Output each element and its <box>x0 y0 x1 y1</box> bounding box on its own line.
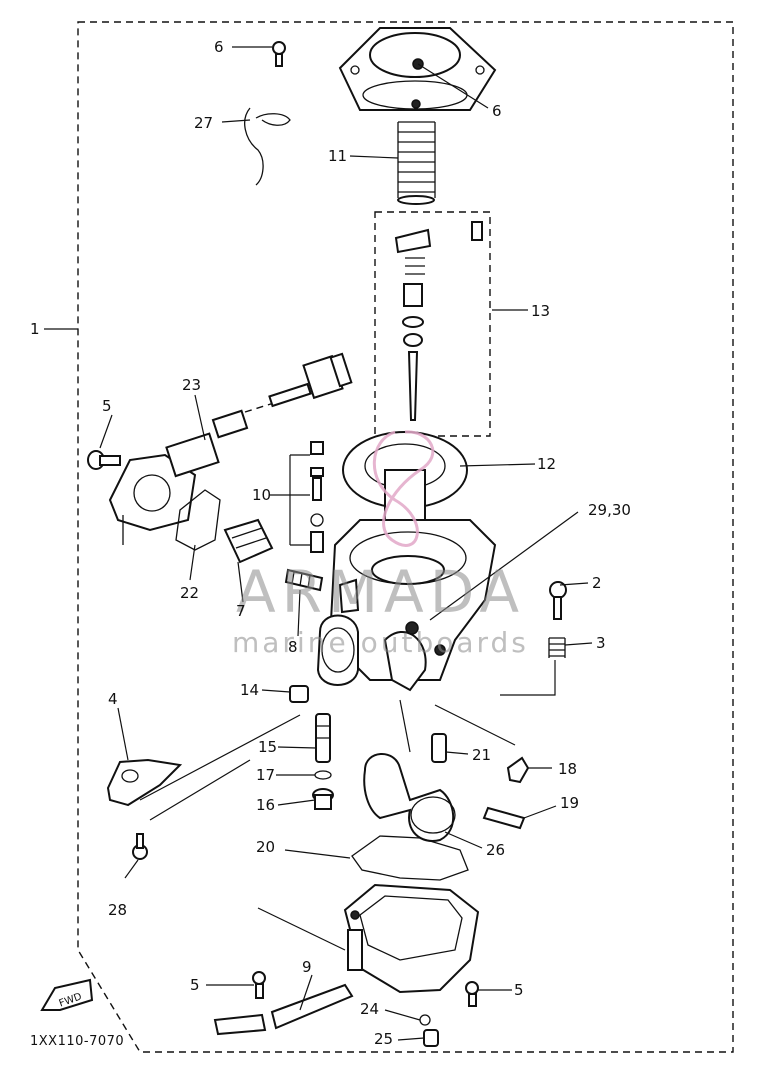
callout-9: 9 <box>302 958 312 976</box>
callout-12: 12 <box>537 455 556 473</box>
callout-21: 21 <box>472 746 491 764</box>
screw-5-bottom-left <box>252 971 266 999</box>
callout-25: 25 <box>374 1030 393 1048</box>
callout-10: 10 <box>252 486 271 504</box>
callout-26: 26 <box>486 841 505 859</box>
cable-bracket <box>106 758 183 807</box>
callout-17: 17 <box>256 766 275 784</box>
drain-hose <box>213 983 354 1036</box>
callout-14: 14 <box>240 681 259 699</box>
drain-screw-washer <box>419 1014 431 1026</box>
throttle-stop-spring <box>548 637 566 658</box>
sensor-gasket <box>175 489 221 551</box>
pilot-screw <box>284 568 324 592</box>
callout-5-sensor: 5 <box>102 397 112 415</box>
throttle-stop-screw <box>549 581 567 620</box>
callout-19: 19 <box>560 794 579 812</box>
diagram-code: 1XX110-7070 <box>30 1034 124 1049</box>
callout-7: 7 <box>236 602 246 620</box>
callout-3: 3 <box>596 634 606 652</box>
screw-5-bottom-right <box>465 981 479 1007</box>
callout-labels: 1 2 3 4 5 5 5 6 6 7 8 9 10 11 12 13 14 1… <box>30 38 631 1048</box>
float-pin <box>482 806 526 830</box>
bracket-screw <box>132 833 148 860</box>
forward-direction-arrow: FWD <box>40 978 94 1011</box>
screw-5-sensor <box>87 450 121 470</box>
o-ring <box>314 770 332 780</box>
float-chamber-gasket <box>351 835 469 881</box>
callout-15: 15 <box>258 738 277 756</box>
throttle-spring <box>397 121 436 205</box>
pilot-jet <box>431 733 447 763</box>
callout-16: 16 <box>256 796 275 814</box>
callout-18: 18 <box>558 760 577 778</box>
drain-screw <box>423 1029 439 1047</box>
callout-13: 13 <box>531 302 550 320</box>
callout-29-30: 29,30 <box>588 501 631 519</box>
float-needle <box>506 756 530 784</box>
carb-top-cover <box>338 27 497 111</box>
watermark-logo <box>372 430 435 547</box>
watermark-brand: ARMADA <box>236 558 525 626</box>
main-jet-holder <box>289 685 309 703</box>
callout-5-bottom-left: 5 <box>190 976 200 994</box>
throttle-position-sensor <box>108 352 353 545</box>
callout-6-top-left: 6 <box>214 38 224 56</box>
assembly-boundary <box>77 21 734 1053</box>
cable-clip <box>244 107 291 186</box>
callout-27: 27 <box>194 114 213 132</box>
carburetor-body <box>316 519 497 692</box>
watermark: ARMADA marine outboards <box>232 430 529 659</box>
pilot-screw-set <box>310 441 324 553</box>
callout-5-bottom-right: 5 <box>514 981 524 999</box>
callout-6-cover: 6 <box>492 102 502 120</box>
screw-6-top <box>272 41 286 67</box>
callout-11: 11 <box>328 147 347 165</box>
callout-2: 2 <box>592 574 602 592</box>
main-jet <box>312 788 334 810</box>
leader-lines <box>44 46 593 1041</box>
float-chamber <box>343 883 480 994</box>
callout-23: 23 <box>182 376 201 394</box>
callout-20: 20 <box>256 838 275 856</box>
callout-1: 1 <box>30 320 40 338</box>
callout-22: 22 <box>180 584 199 602</box>
needle-jet <box>315 713 331 763</box>
callout-8: 8 <box>288 638 298 656</box>
callout-24: 24 <box>360 1000 379 1018</box>
callout-4: 4 <box>108 690 118 708</box>
float <box>363 753 456 842</box>
starter-plunger <box>223 518 274 564</box>
watermark-tagline: marine outboards <box>232 626 529 659</box>
callout-28: 28 <box>108 901 127 919</box>
jet-needle-set <box>374 211 491 437</box>
